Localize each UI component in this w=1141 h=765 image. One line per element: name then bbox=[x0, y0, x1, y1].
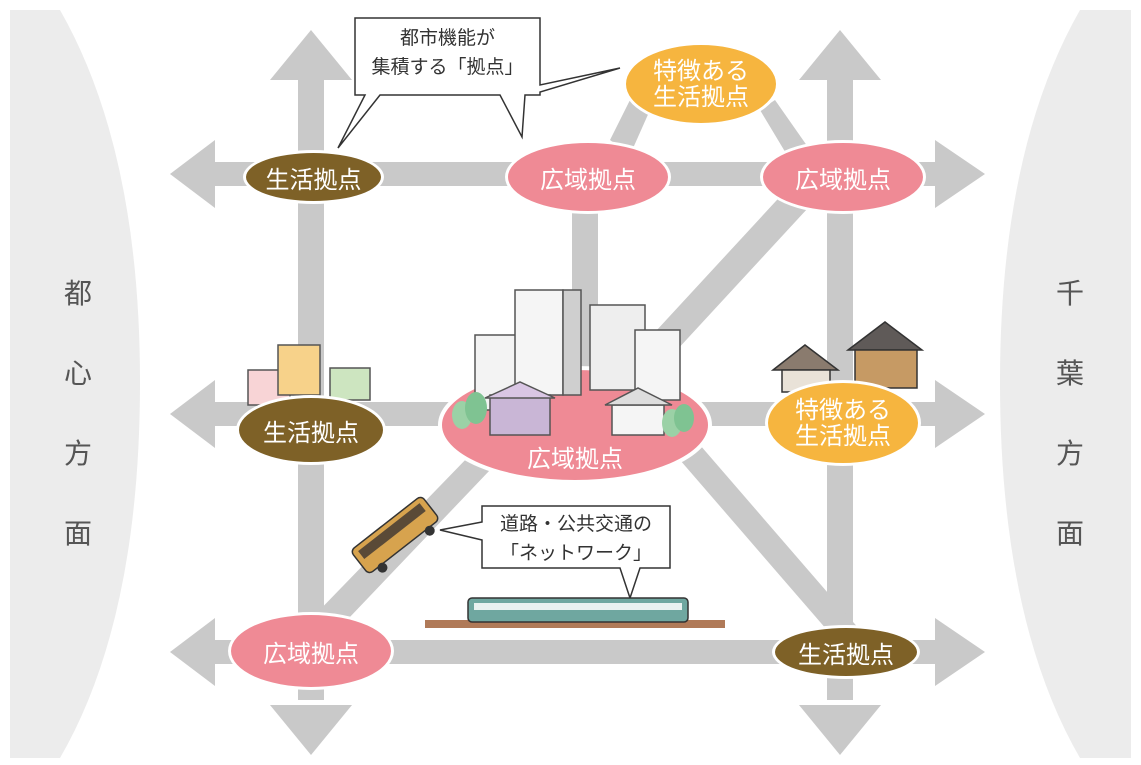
tree-icon bbox=[452, 392, 694, 437]
node-wide-area-center-label: 広域拠点 bbox=[500, 438, 650, 474]
temple-icon bbox=[604, 387, 673, 436]
node-feature-top: 特徴ある 生活拠点 bbox=[623, 42, 779, 126]
node-label: 広域拠点 bbox=[263, 639, 359, 668]
side-label-left-char: 面 bbox=[63, 517, 92, 550]
callout-base bbox=[337, 17, 621, 149]
node-label: 生活拠点 bbox=[265, 165, 362, 194]
side-label-right: 千 葉 方 面 bbox=[1040, 280, 1100, 600]
arrow-up-left bbox=[270, 30, 352, 80]
arrow-right-bottom bbox=[935, 618, 985, 686]
side-label-left-char: 方 bbox=[63, 437, 92, 470]
road-diagonal-lower-right bbox=[680, 445, 860, 645]
right-direction-band bbox=[1000, 10, 1131, 758]
node-daily-life-bottom-right: 生活拠点 bbox=[772, 625, 920, 679]
arrow-up-right bbox=[799, 30, 881, 80]
node-label: 生活拠点 bbox=[798, 640, 894, 669]
node-label-line1: 特徴ある bbox=[795, 395, 891, 424]
side-label-left: 都 心 方 面 bbox=[48, 280, 108, 600]
side-label-right-char: 千 bbox=[1055, 277, 1084, 310]
callout-network-line1: 道路・公共交通の bbox=[499, 513, 652, 535]
node-wide-area-bottom-left: 広域拠点 bbox=[228, 612, 394, 690]
arrow-left-bottom bbox=[170, 618, 215, 686]
node-label: 広域拠点 bbox=[540, 165, 636, 194]
node-daily-life-top-left: 生活拠点 bbox=[243, 150, 384, 204]
side-label-left-char: 心 bbox=[63, 357, 92, 390]
node-wide-area-top-right: 広域拠点 bbox=[760, 140, 926, 214]
arrow-down-left bbox=[270, 705, 352, 755]
callout-base-text: 都市機能が 集積する「拠点」 bbox=[355, 24, 540, 81]
arrow-left-middle bbox=[170, 380, 215, 448]
node-wide-area-top-center: 広域拠点 bbox=[505, 140, 671, 214]
callout-network-line2: 「ネットワーク」 bbox=[499, 541, 652, 564]
callout-base-line1: 都市機能が bbox=[399, 27, 495, 49]
node-label-line2: 生活拠点 bbox=[795, 422, 891, 450]
node-label-line1: 特徴ある bbox=[653, 56, 749, 85]
node-label: 広域拠点 bbox=[795, 165, 891, 194]
bus-icon bbox=[351, 496, 439, 574]
side-label-right-char: 葉 bbox=[1055, 357, 1084, 390]
node-daily-life-middle-left: 生活拠点 bbox=[236, 395, 386, 465]
train-icon bbox=[425, 597, 725, 628]
side-label-left-char: 都 bbox=[63, 277, 92, 310]
node-feature-middle-right: 特徴ある 生活拠点 bbox=[765, 380, 921, 466]
side-label-right-char: 面 bbox=[1055, 517, 1084, 550]
callout-network-text: 道路・公共交通の 「ネットワーク」 bbox=[482, 510, 670, 567]
road-diagonal-top-left bbox=[610, 100, 650, 155]
arrow-right-middle bbox=[935, 380, 985, 448]
arrow-left-top bbox=[170, 140, 215, 208]
left-direction-band bbox=[10, 10, 140, 758]
node-label: 広域拠点 bbox=[527, 444, 623, 473]
arrow-right-top bbox=[935, 140, 985, 208]
arrow-down-right bbox=[799, 705, 881, 755]
house-icon bbox=[247, 344, 371, 406]
callout-network bbox=[439, 505, 671, 601]
node-label: 生活拠点 bbox=[263, 418, 359, 447]
building-icon bbox=[474, 289, 681, 436]
node-label-line2: 生活拠点 bbox=[653, 83, 749, 111]
side-label-right-char: 方 bbox=[1055, 437, 1084, 470]
callout-base-line2: 集積する「拠点」 bbox=[371, 55, 524, 78]
